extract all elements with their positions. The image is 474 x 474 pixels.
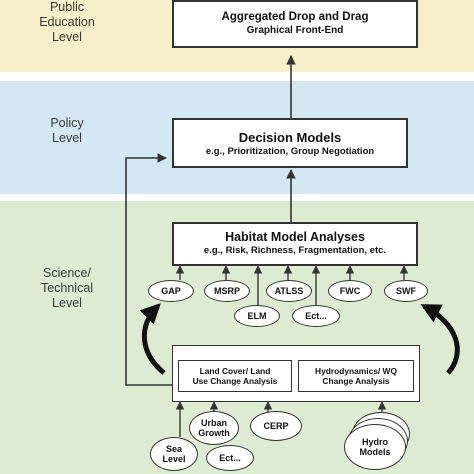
- curved-arrow-left: [139, 303, 166, 375]
- atlss-model: ATLSS: [266, 280, 312, 302]
- cerp-input: CERP: [250, 411, 302, 441]
- gap-model: GAP: [148, 280, 194, 302]
- frontend-box: Aggregated Drop and Drag Graphical Front…: [172, 0, 418, 48]
- arrow-land-cover-to-decision: [125, 153, 172, 386]
- msrp-model: MSRP: [204, 280, 250, 302]
- education-level-label: Public Education Level: [39, 0, 95, 44]
- land-cover-analysis: Land Cover/ Land Use Change Analysis: [178, 360, 292, 392]
- habitat-model-box: Habitat Model Analyses e.g., Risk, Richn…: [172, 222, 418, 266]
- curved-arrow-right: [420, 303, 460, 375]
- etc-input: Ect...: [206, 445, 254, 471]
- fwc-model: FWC: [328, 280, 372, 302]
- policy-level-label: Policy Level: [50, 116, 84, 145]
- hydrodynamics-analysis: Hydrodynamics/ WQ Change Analysis: [298, 360, 414, 392]
- swf-model: SWF: [384, 280, 428, 302]
- science-level-label: Science/ Technical Level: [40, 266, 94, 310]
- elm-model: ELM: [234, 305, 280, 327]
- etc-model: Ect...: [292, 305, 340, 327]
- decision-models-box: Decision Models e.g., Prioritization, Gr…: [172, 118, 408, 168]
